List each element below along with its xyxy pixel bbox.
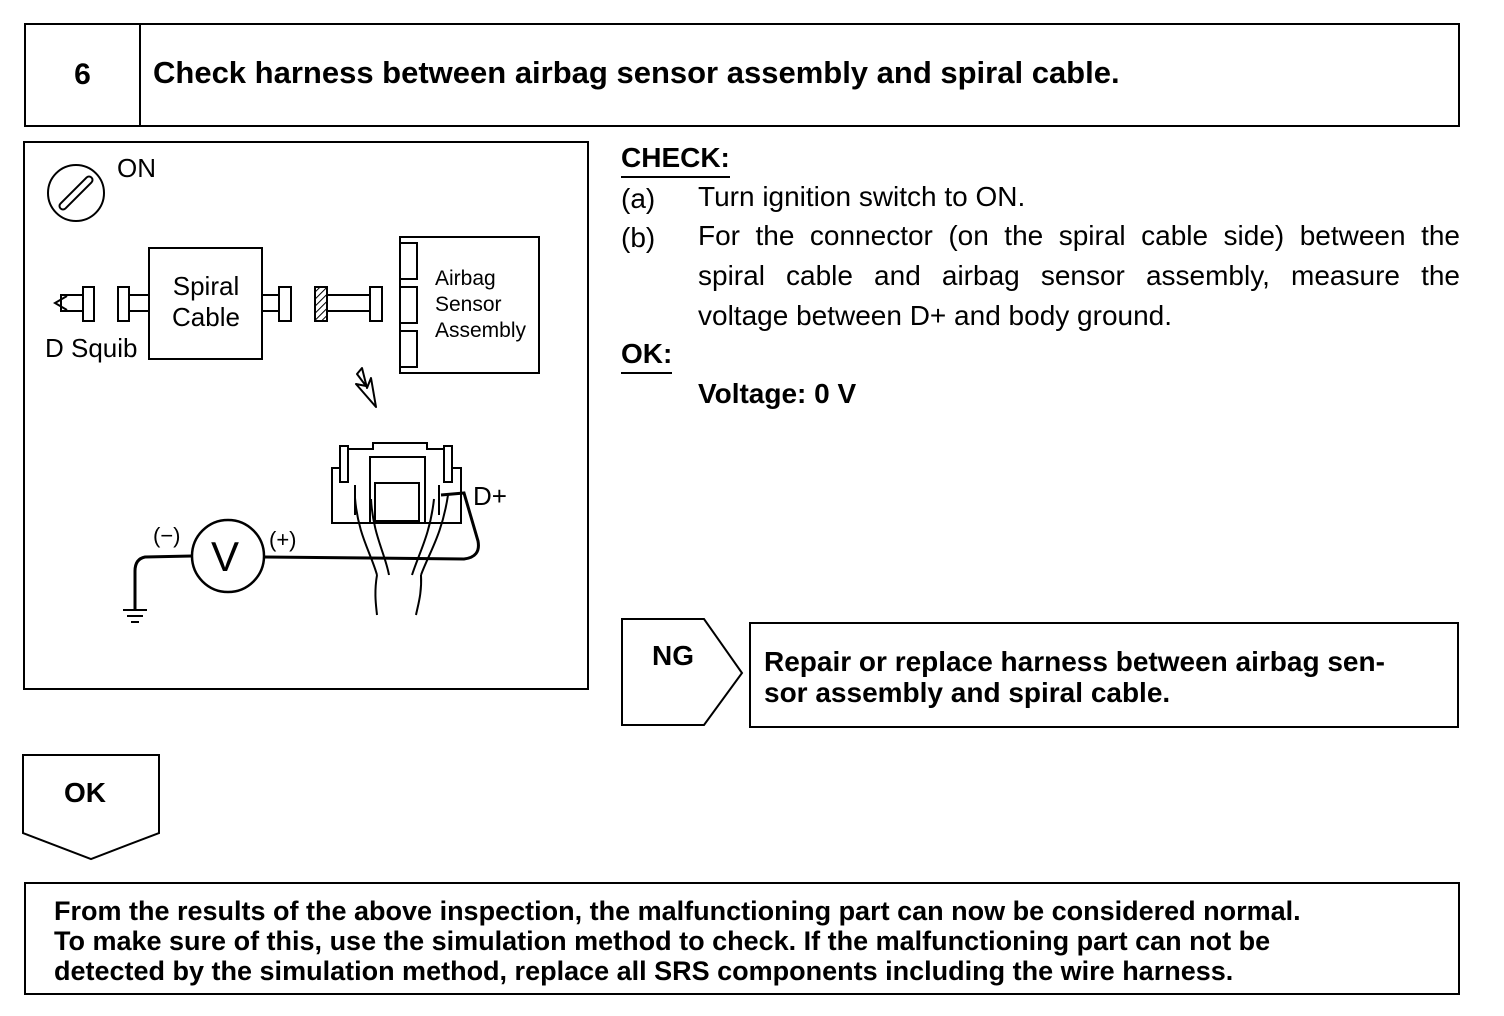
negative-lead-label: (−) bbox=[153, 523, 181, 548]
ground-symbol-icon bbox=[123, 609, 147, 623]
check-item-b-text: For the connector (on the spiral cable s… bbox=[698, 220, 1460, 331]
ng-label: NG bbox=[652, 640, 694, 671]
spiral-side-connector bbox=[261, 286, 292, 322]
d-plus-label: D+ bbox=[473, 481, 507, 511]
voltmeter-wiring bbox=[133, 491, 480, 610]
wiring-diagram: ON Spiral Cable Airbag Sensor Assembly D… bbox=[23, 141, 589, 690]
diagram-drawing bbox=[47, 164, 540, 623]
sensor-side-connector bbox=[326, 286, 383, 322]
check-item-a-key: (a) bbox=[621, 183, 656, 214]
pointer-arrow-icon bbox=[355, 367, 377, 408]
d-squib-label: D Squib bbox=[45, 333, 138, 363]
d-squib-connector bbox=[53, 286, 150, 322]
airbag-sensor-assembly-label: Airbag Sensor Assembly bbox=[435, 267, 527, 342]
check-heading: CHECK: bbox=[621, 142, 730, 178]
step-number: 6 bbox=[26, 25, 141, 125]
check-item-a-text: Turn ignition switch to ON. bbox=[698, 181, 1026, 212]
ok-heading: OK: bbox=[621, 338, 673, 374]
hatched-connector bbox=[314, 286, 328, 322]
spiral-cable-label: Spiral Cable bbox=[172, 271, 240, 332]
positive-lead-label: (+) bbox=[269, 527, 297, 552]
airbag-sensor-assembly-box bbox=[399, 236, 540, 374]
ok-spec-voltage: Voltage: 0 V bbox=[698, 378, 857, 409]
conclusion-text: From the results of the above inspection… bbox=[54, 896, 1301, 986]
ok-branch-label: OK bbox=[64, 777, 106, 808]
ok-arrow-shape bbox=[22, 754, 160, 861]
ng-arrow-shape bbox=[621, 618, 744, 726]
ignition-on-label: ON bbox=[117, 153, 156, 183]
ignition-key-icon bbox=[47, 164, 105, 222]
step-header: 6 Check harness between airbag sensor as… bbox=[24, 23, 1460, 127]
connector-closeup bbox=[331, 442, 462, 616]
ng-action-box: Repair or replace harness between airbag… bbox=[749, 622, 1459, 728]
step-title: Check harness between airbag sensor asse… bbox=[153, 55, 1120, 90]
voltmeter-label: V bbox=[211, 533, 240, 580]
ng-action-text: Repair or replace harness between airbag… bbox=[764, 646, 1385, 708]
check-item-b-key: (b) bbox=[621, 222, 656, 253]
conclusion-box: From the results of the above inspection… bbox=[24, 882, 1460, 995]
